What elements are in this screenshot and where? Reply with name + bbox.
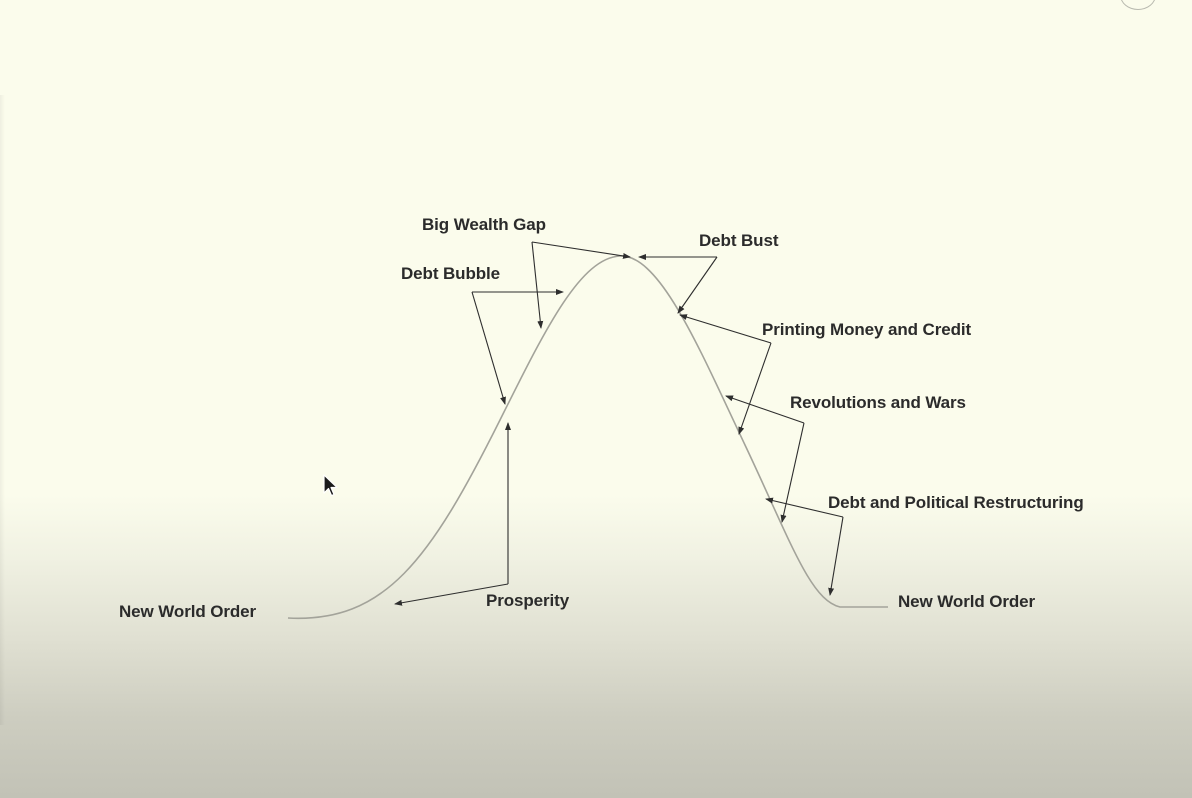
debt-political-arrow-upper: [765, 497, 844, 518]
debt-bubble-label: Debt Bubble: [401, 264, 501, 283]
printing-money-label: Printing Money and Credit: [762, 320, 972, 339]
revolutions-wars-label: Revolutions and Wars: [790, 393, 966, 412]
big-wealth-gap-arrow-peak: [531, 241, 631, 259]
mouse-cursor-icon: [323, 474, 339, 503]
new-world-order-left-label: New World Order: [119, 602, 257, 621]
new-world-order-right-label: New World Order: [898, 592, 1036, 611]
big-wealth-gap-arrow-slope: [531, 241, 544, 329]
debt-bubble-arrow-lower: [471, 291, 506, 405]
prosperity-arrow-left: [394, 583, 509, 606]
debt-bust-arrow-slope: [677, 256, 718, 314]
revolutions-wars-arrow-upper: [725, 395, 805, 424]
printing-money-arrow-upper: [679, 314, 772, 344]
video-frame-edge: [0, 95, 5, 725]
debt-bust-label: Debt Bust: [699, 231, 779, 250]
revolutions-wars-arrow-lower: [780, 422, 805, 523]
debt-political-restructuring-label: Debt and Political Restructuring: [828, 493, 1084, 512]
printing-money-arrow-lower: [738, 342, 772, 435]
debt-political-arrow-lower: [828, 516, 844, 596]
big-wealth-gap-label: Big Wealth Gap: [422, 215, 546, 234]
cycle-curve: [287, 255, 888, 620]
prosperity-label: Prosperity: [486, 591, 570, 610]
